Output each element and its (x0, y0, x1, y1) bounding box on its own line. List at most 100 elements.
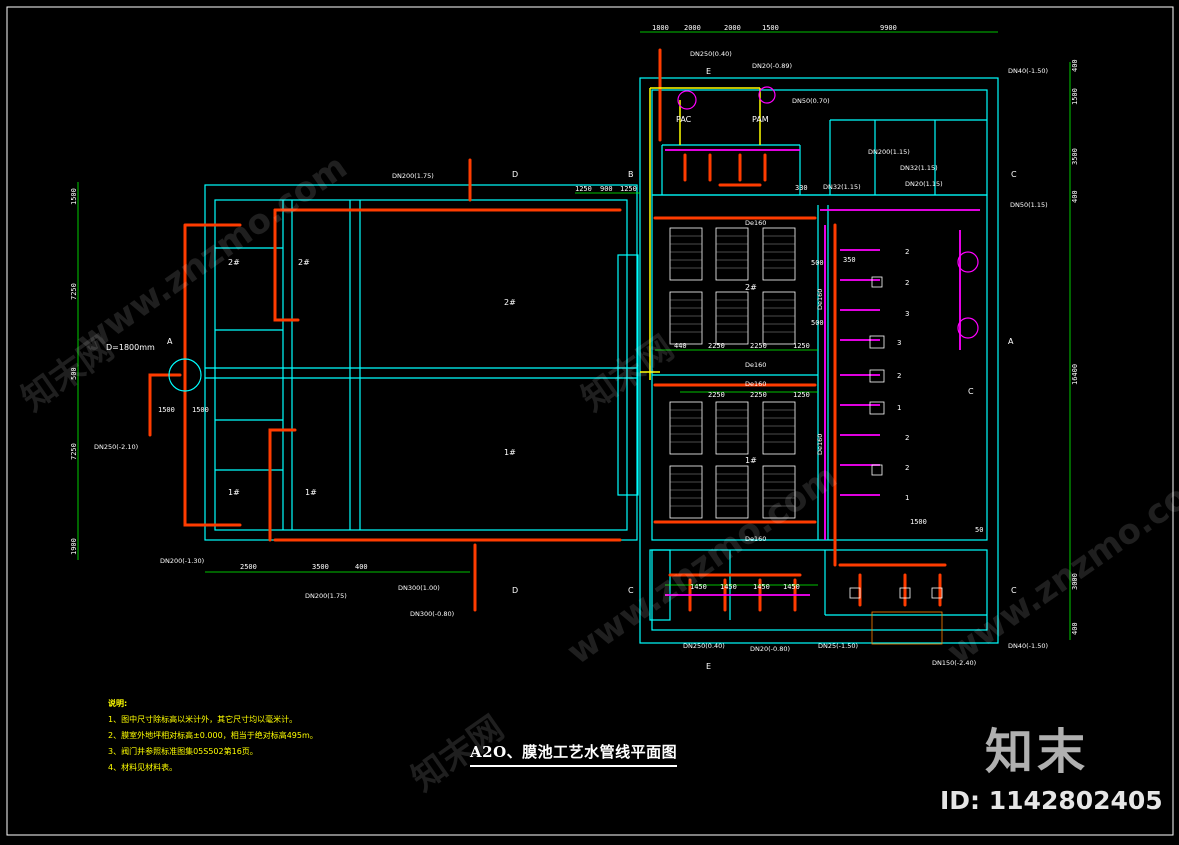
pipe-de160-4: De160 (745, 535, 766, 543)
dim-br-4: 1450 (783, 583, 800, 591)
dim-right-6: 3000 (1071, 573, 1079, 590)
pipe-dn250-040: DN250(0.40) (690, 50, 732, 58)
pipe-de160-2: De160 (745, 361, 766, 369)
dim-left-2: 7250 (70, 283, 78, 300)
dim-mem-4: 1250 (793, 342, 810, 350)
dim-top2-2: 900 (600, 185, 613, 193)
pipe-dn200-175-bot: DN200(1.75) (305, 592, 347, 600)
dim-sa-2: 1500 (192, 406, 209, 414)
label-tank-1: 1# (504, 448, 516, 457)
section-right-a: A (1008, 337, 1014, 346)
pipe-de160-1: De160 (745, 219, 766, 227)
label-tank-2b: 2# (228, 258, 240, 267)
vertical-dimension-texts: 1500 7250 500 7250 1900 400 1500 3500 40… (70, 59, 1079, 635)
pipe-dn50-070: DN50(0.70) (792, 97, 830, 105)
dim-mem2-2: 2250 (750, 391, 767, 399)
dim-left-3: 500 (70, 367, 78, 380)
pump-label-9: 1 (905, 494, 909, 502)
dim-top-1: 1800 (652, 24, 669, 32)
note-2: 2、膜室外地坪相对标高±0.000，相当于绝对标高495m。 (108, 731, 318, 740)
section-top-d: D (512, 170, 518, 179)
note-3: 3、阀门井参照标准图集05S502第16页。 (108, 747, 258, 756)
pump-label-7: 2 (905, 434, 909, 442)
secondary-pipes (665, 149, 980, 596)
pump-label-5: 2 (897, 372, 901, 380)
pipe-dn300-100: DN300(1.00) (398, 584, 440, 592)
notes-block: 说明: 1、图中尺寸除标高以米计外，其它尺寸均以毫米计。 2、膜室外地坪相对标高… (108, 696, 318, 776)
section-markers: D B E C A A C D C E C (167, 67, 1017, 671)
dim-left-5: 1900 (70, 538, 78, 555)
pipe-dn32-115: DN32(1.15) (823, 183, 861, 191)
section-left-a: A (167, 337, 173, 346)
label-membrane-2: 2# (745, 283, 757, 292)
pipe-dn32-115b: DN32(1.15) (900, 164, 938, 172)
dim-br-3: 1450 (753, 583, 770, 591)
dim-right-5: 16400 (1071, 364, 1079, 385)
dim-mem2-3: 1250 (793, 391, 810, 399)
dim-sa-1: 1500 (158, 406, 175, 414)
pipe-de160-3: De160 (745, 380, 766, 388)
label-tank-1b: 1# (228, 488, 240, 497)
pump-label-1: 2 (905, 248, 909, 256)
pipe-dn20-080: DN20(-0.80) (750, 645, 790, 653)
pipe-dn150-240: DN150(-2.40) (932, 659, 976, 667)
dim-mem-2: 2250 (708, 342, 725, 350)
dim-right-4: 400 (1071, 190, 1079, 203)
pipe-dn40-150: DN40(-1.50) (1008, 67, 1048, 75)
pump-label-4: 3 (897, 339, 901, 347)
label-tank-1c: 1# (305, 488, 317, 497)
pipe-de160-v1: De160 (816, 289, 824, 310)
structure-walls (204, 77, 999, 644)
dim-right-7: 400 (1071, 622, 1079, 635)
dim-br-1: 1450 (690, 583, 707, 591)
drawing-title: A2O、膜池工艺水管线平面图 (470, 741, 678, 767)
note-1: 1、图中尺寸除标高以米计外，其它尺寸均以毫米计。 (108, 715, 298, 724)
pump-label-6: 1 (897, 404, 901, 412)
dim-mem-3: 2250 (750, 342, 767, 350)
dim-top-4: 1500 (762, 24, 779, 32)
dim-left-1: 1500 (70, 188, 78, 205)
label-pac: PAC (676, 115, 692, 124)
dim-sb-5: 500 (811, 259, 824, 267)
brand-logo: 知末 (985, 724, 1090, 780)
section-bot-cc: C (1011, 586, 1017, 595)
dim-top-2: 2000 (684, 24, 701, 32)
pump-label-2: 2 (905, 279, 909, 287)
dim-top-3: 2000 (724, 24, 741, 32)
pipe-dn300-080: DN300(-0.80) (410, 610, 454, 618)
dim-mem2-1: 2250 (708, 391, 725, 399)
note-4: 4、材料见材料表。 (108, 763, 178, 772)
pump-label-3: 3 (905, 310, 909, 318)
pipe-dn20-089: DN20(-0.89) (752, 62, 792, 70)
dim-top-5: 9900 (880, 24, 897, 32)
brand-id: ID: 1142802405 (940, 786, 1163, 815)
main-pipes (148, 48, 947, 612)
pipe-dn40-150-bot: DN40(-1.50) (1008, 642, 1048, 650)
pipe-de160-v2: De160 (816, 434, 824, 455)
label-pam: PAM (752, 115, 769, 124)
dim-bot-2: 3500 (312, 563, 329, 571)
pipe-dn250-040-bot: DN250(0.40) (683, 642, 725, 650)
pipe-dn250-210: DN250(-2.10) (94, 443, 138, 451)
pipe-dn20-115: DN20(1.15) (905, 180, 943, 188)
dim-right-2: 1500 (1071, 88, 1079, 105)
dim-right-1: 400 (1071, 59, 1079, 72)
pipe-dn200-175-top: DN200(1.75) (392, 172, 434, 180)
equipment (168, 86, 979, 392)
section-bot-c: C (628, 586, 634, 595)
dim-bot-3: 400 (355, 563, 368, 571)
section-bot-d: D (512, 586, 518, 595)
dim-top2-1: 1250 (575, 185, 592, 193)
dim-mem-1: 440 (674, 342, 687, 350)
pump-labels: 2 2 3 3 2 1 2 2 1 (897, 248, 909, 502)
pipe-dn25-150: DN25(-1.50) (818, 642, 858, 650)
dim-top2-3: 1250 (620, 185, 637, 193)
section-right-c: C (968, 387, 974, 396)
drawing-border (6, 6, 1174, 836)
pump-label-8: 2 (905, 464, 909, 472)
dim-sb-3: 330 (795, 184, 808, 192)
label-tank-2c: 2# (298, 258, 310, 267)
label-tank-2: 2# (504, 298, 516, 307)
dimension-texts: 1800 2000 2000 1500 9900 1250 900 1250 4… (158, 24, 983, 591)
